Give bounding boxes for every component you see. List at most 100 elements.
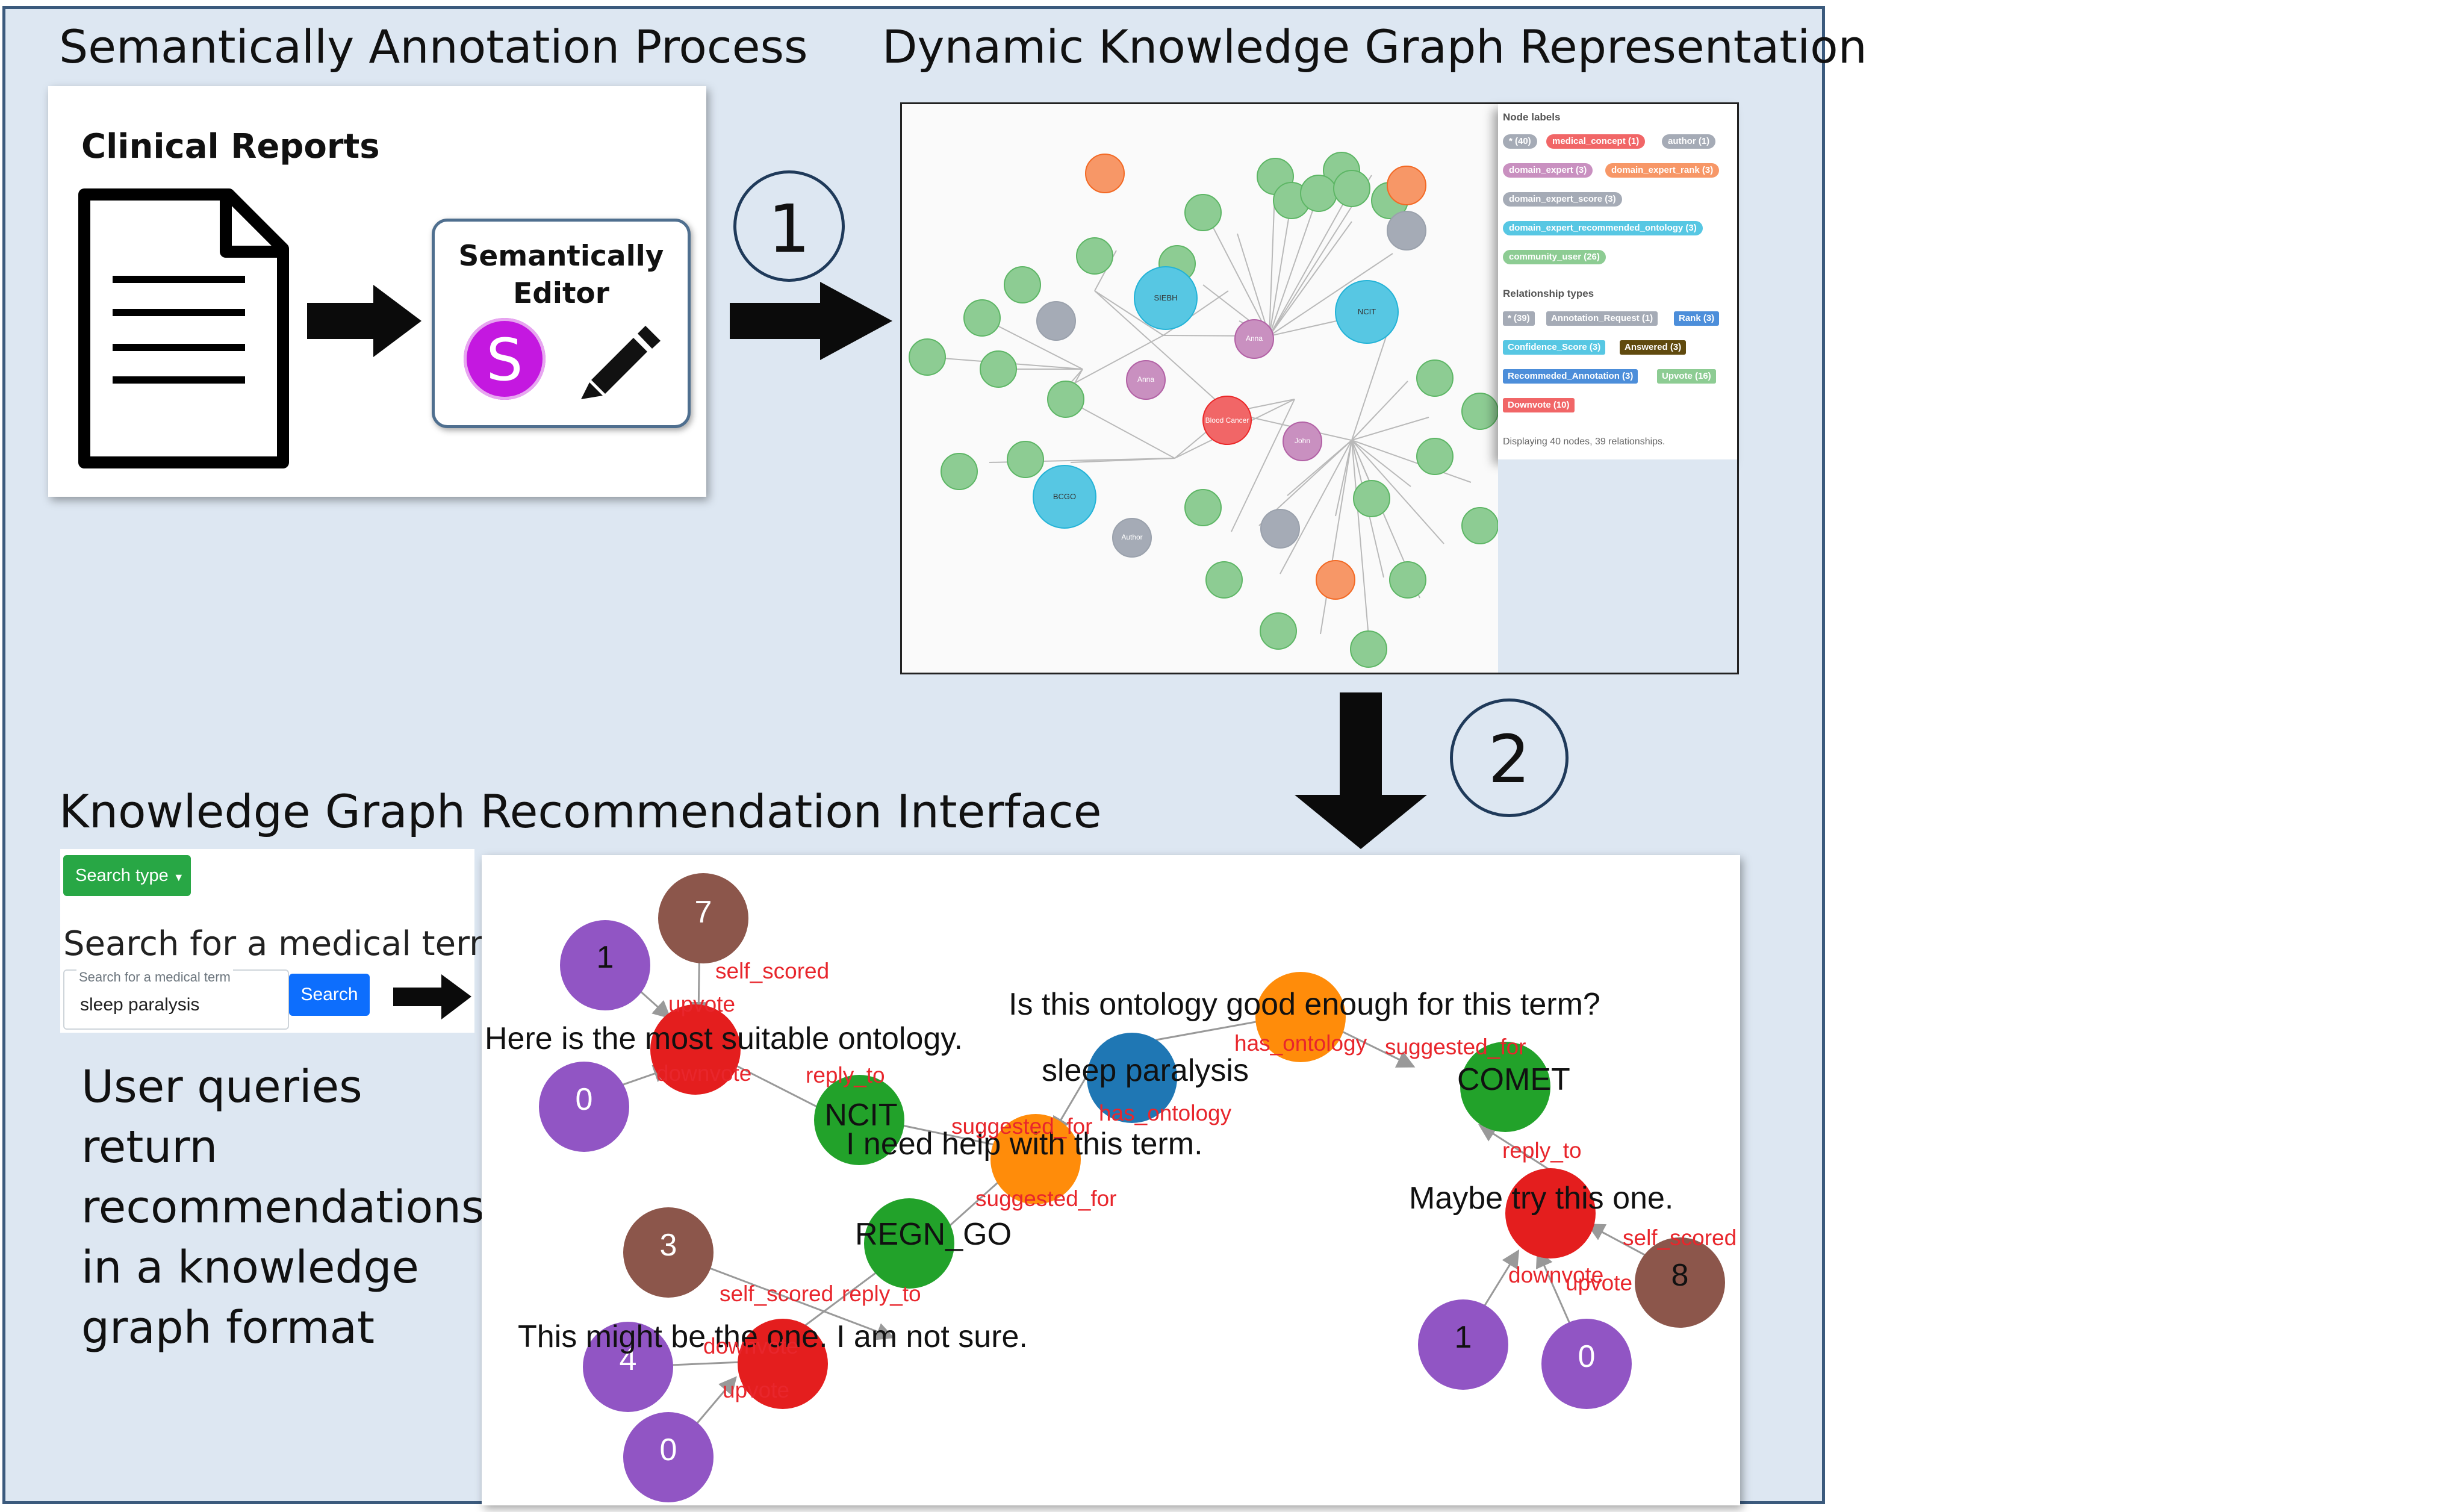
- dynamic-kg-title: Dynamic Knowledge Graph Representation: [882, 20, 1867, 73]
- edge-label: suggested_for: [975, 1186, 1117, 1211]
- edge-label: reply_to: [806, 1063, 885, 1087]
- edge-label: self_scored: [1623, 1225, 1737, 1250]
- step-2-circle: 2: [1450, 698, 1569, 817]
- caption-line: graph format: [81, 1302, 375, 1354]
- comment-text: This might be the one. I am not sure.: [518, 1319, 1028, 1354]
- node-8: 8: [1671, 1258, 1689, 1293]
- node-chip[interactable]: domain_expert_rank (3): [1605, 163, 1720, 178]
- caret-down-icon: ▼: [173, 871, 184, 883]
- neo4j-legend: Node labels * (40) medical_concept (1) a…: [1498, 104, 1737, 459]
- search-button[interactable]: Search: [289, 974, 370, 1016]
- node-7: 7: [694, 895, 712, 930]
- clinical-reports-heading: Clinical Reports: [81, 127, 380, 166]
- rel-types-title: Relationship types: [1503, 288, 1594, 299]
- node-label-author: Author: [1121, 533, 1143, 541]
- edge-label: self_scored: [720, 1281, 834, 1306]
- comment-text: I need help with this term.: [846, 1127, 1203, 1162]
- node-chip[interactable]: * (40): [1503, 134, 1537, 149]
- node-0: 0: [1578, 1339, 1596, 1374]
- semantically-editor-box: Semantically Editor S: [432, 219, 691, 428]
- annotation-process-title: Semantically Annotation Process: [59, 20, 808, 73]
- search-input[interactable]: Search for a medical term sleep paralysi…: [63, 969, 289, 1030]
- clinical-reports-panel: Clinical Reports Semantically Editor S: [48, 86, 706, 497]
- edge-label: upvote: [723, 1378, 790, 1402]
- rel-chip[interactable]: Downvote (10): [1503, 398, 1575, 412]
- edge-label: downvote: [703, 1334, 799, 1358]
- node-ncit: NCIT: [824, 1098, 898, 1133]
- edge-label: downvote: [656, 1061, 752, 1086]
- node-0: 0: [575, 1082, 593, 1117]
- edge-label: has_ontology: [1099, 1101, 1232, 1125]
- node-0: 0: [659, 1433, 677, 1467]
- rel-chip[interactable]: Answered (3): [1620, 340, 1687, 355]
- search-panel: Search type ▼ Search for a medical term …: [60, 849, 502, 1033]
- step-2-number: 2: [1488, 721, 1531, 798]
- edge-label: downvote: [1508, 1263, 1604, 1287]
- node-4: 4: [619, 1342, 637, 1377]
- node-label-siebh: SIEBH: [1154, 293, 1178, 302]
- edge-label: suggested_for: [1385, 1034, 1526, 1059]
- edge-label: reply_to: [1502, 1138, 1582, 1163]
- pen-icon: [581, 326, 661, 399]
- node-comet: COMET: [1457, 1062, 1570, 1097]
- search-title: Search for a medical term: [63, 924, 502, 963]
- edge-label: reply_to: [842, 1281, 921, 1306]
- edge-label: upvote: [668, 992, 736, 1016]
- node-label-anna: Anna: [1245, 334, 1263, 343]
- node-sleep-paralysis: sleep paralysis: [1042, 1053, 1249, 1088]
- editor-label-line1: Semantically: [458, 240, 664, 273]
- graph-summary: Displaying 40 nodes, 39 relationships.: [1503, 437, 1665, 447]
- node-chip[interactable]: domain_expert (3): [1503, 163, 1593, 178]
- node-label-ncit: NCIT: [1357, 307, 1376, 316]
- node-chip[interactable]: domain_expert_score (3): [1503, 192, 1622, 207]
- arrow-right-icon: [393, 974, 471, 1019]
- caption: User queries return recommendations in a…: [81, 1057, 485, 1358]
- node-label-anna-2: Anna: [1137, 375, 1155, 384]
- caption-line: in a knowledge: [81, 1242, 419, 1293]
- node-regn-go: REGN_GO: [855, 1217, 1012, 1252]
- comment-text: Maybe try this one.: [1409, 1181, 1674, 1216]
- node-3: 3: [659, 1228, 677, 1263]
- edge-label: self_scored: [715, 959, 830, 983]
- node-chip[interactable]: community_user (26): [1503, 250, 1606, 264]
- rel-chip[interactable]: Upvote (16): [1657, 369, 1716, 384]
- document-icon: [78, 188, 289, 468]
- arrow-right-icon: [730, 282, 892, 360]
- comment-text: Is this ontology good enough for this te…: [1009, 987, 1600, 1022]
- search-input-value: sleep paralysis: [80, 995, 200, 1015]
- node-labels-title: Node labels: [1503, 111, 1561, 123]
- node-label-bcgo: BCGO: [1053, 492, 1077, 501]
- logo-letter: S: [486, 326, 523, 394]
- node-label-blood-cancer: Blood Cancer: [1205, 416, 1249, 425]
- node-chip[interactable]: domain_expert_recommended_ontology (3): [1503, 221, 1703, 235]
- caption-line: User queries: [81, 1061, 362, 1113]
- rel-chip[interactable]: Recommeded_Annotation (3): [1503, 369, 1638, 384]
- kg-graph-canvas: [539, 873, 1725, 1502]
- kg-interface-title: Knowledge Graph Recommendation Interface: [59, 785, 1102, 838]
- rel-chip[interactable]: * (39): [1503, 311, 1535, 326]
- panel-notch: [1498, 459, 1737, 673]
- node-1: 1: [1454, 1320, 1472, 1355]
- rel-chip[interactable]: Annotation_Request (1): [1546, 311, 1658, 326]
- search-field-label: Search for a medical term: [76, 969, 233, 985]
- semantically-logo-icon: S: [464, 318, 546, 400]
- caption-line: recommendations: [81, 1181, 485, 1233]
- kg-recommendation-graph: 7 1 0 NCIT sleep paralysis COMET REGN_GO…: [482, 855, 1740, 1505]
- edge-label: suggested_for: [951, 1114, 1093, 1139]
- editor-label-line2: Editor: [513, 277, 609, 310]
- rel-chip[interactable]: Confidence_Score (3): [1503, 340, 1606, 355]
- step-1-circle: 1: [733, 170, 845, 282]
- node-1: 1: [596, 940, 614, 975]
- node-label-john: John: [1294, 437, 1311, 445]
- arrow-down-icon: [1295, 692, 1427, 849]
- edge-label: has_ontology: [1234, 1031, 1367, 1056]
- search-type-label: Search type: [75, 866, 169, 885]
- comment-text: Here is the most suitable ontology.: [485, 1021, 963, 1056]
- node-chip[interactable]: medical_concept (1): [1546, 134, 1646, 149]
- rel-chip[interactable]: Rank (3): [1674, 311, 1720, 326]
- arrow-right-icon: [307, 285, 421, 357]
- search-type-button[interactable]: Search type ▼: [63, 855, 191, 896]
- step-1-number: 1: [768, 190, 810, 267]
- caption-line: return: [81, 1121, 218, 1173]
- node-chip[interactable]: author (1): [1662, 134, 1716, 149]
